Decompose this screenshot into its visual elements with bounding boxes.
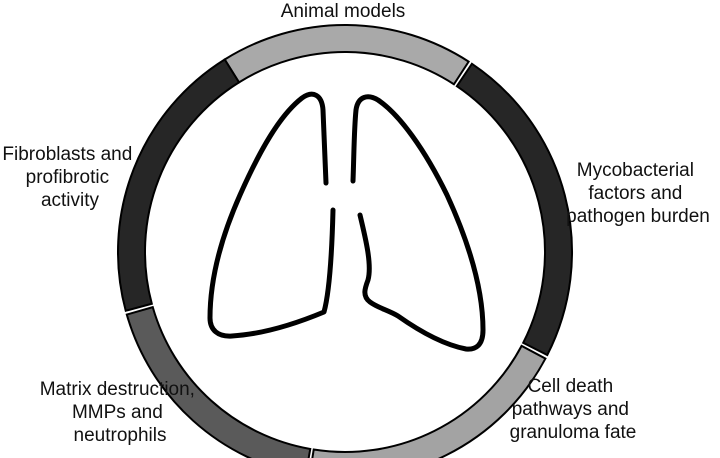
- ring-segment-animal-models: [223, 24, 471, 86]
- label-line: profibrotic: [26, 167, 109, 188]
- label-line: Cell death: [528, 376, 614, 397]
- ring: [117, 24, 573, 458]
- label-line: Fibroblasts and: [2, 144, 132, 165]
- label-line: MMPs and: [72, 402, 163, 423]
- label-mycobacterial-factors: Mycobacterial factors and pathogen burde…: [566, 160, 710, 227]
- label-fibroblasts: Fibroblasts and profibrotic activity: [2, 144, 137, 211]
- label-line: Animal models: [281, 1, 406, 22]
- label-line: neutrophils: [74, 425, 167, 446]
- label-cell-death: Cell death pathways and granuloma fate: [510, 376, 637, 443]
- label-line: pathogen burden: [566, 206, 710, 227]
- left-lung-icon: [207, 91, 336, 339]
- label-matrix-destruction: Matrix destruction, MMPs and neutrophils: [40, 379, 201, 446]
- right-lung-icon: [350, 94, 486, 352]
- lungs-icon: [207, 91, 486, 352]
- label-animal-models: Animal models: [281, 1, 406, 22]
- label-line: granuloma fate: [510, 422, 637, 443]
- label-line: factors and: [588, 183, 682, 204]
- label-line: Matrix destruction,: [40, 379, 195, 400]
- ring-segment-fibroblasts: [117, 58, 241, 312]
- label-line: Mycobacterial: [577, 160, 694, 181]
- ring-segment-cell-death: [311, 344, 547, 458]
- label-line: pathways and: [512, 399, 629, 420]
- ring-segment-mycobacterial-factors: [455, 62, 573, 357]
- ring-segment-matrix-destruction: [125, 305, 312, 458]
- label-line: activity: [41, 190, 100, 211]
